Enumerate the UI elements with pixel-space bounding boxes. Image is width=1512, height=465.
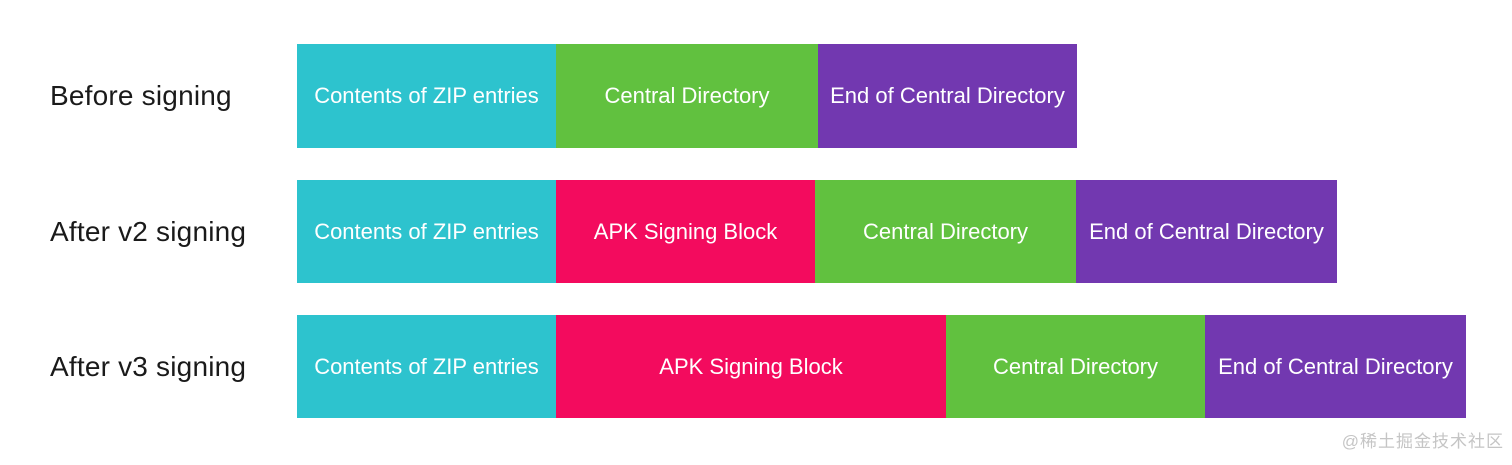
watermark: @稀土掘金技术社区 bbox=[1341, 432, 1504, 451]
diagram-segment-purple: End of Central Directory bbox=[818, 44, 1077, 148]
diagram-segment-purple: End of Central Directory bbox=[1076, 180, 1337, 283]
row-label: After v2 signing bbox=[50, 215, 247, 247]
row-label: Before signing bbox=[50, 80, 232, 111]
row-label: After v3 signing bbox=[50, 350, 247, 382]
diagram-segment-green: Central Directory bbox=[556, 44, 818, 148]
diagram-segment-cyan: Contents of ZIP entries bbox=[297, 44, 556, 148]
diagram-row: After v2 signing Contents of ZIP entries… bbox=[0, 180, 1512, 283]
diagram-segment-cyan: Contents of ZIP entries bbox=[297, 315, 556, 418]
diagram-row: After v3 signing Contents of ZIP entries… bbox=[0, 315, 1512, 418]
diagram-segment-green: Central Directory bbox=[815, 180, 1076, 283]
diagram-segment-pink: APK Signing Block bbox=[556, 315, 946, 418]
diagram-segment-pink: APK Signing Block bbox=[556, 180, 815, 283]
diagram-segment-green: Central Directory bbox=[946, 315, 1205, 418]
diagram-segment-purple: End of Central Directory bbox=[1205, 315, 1466, 418]
diagram-segment-cyan: Contents of ZIP entries bbox=[297, 180, 556, 283]
